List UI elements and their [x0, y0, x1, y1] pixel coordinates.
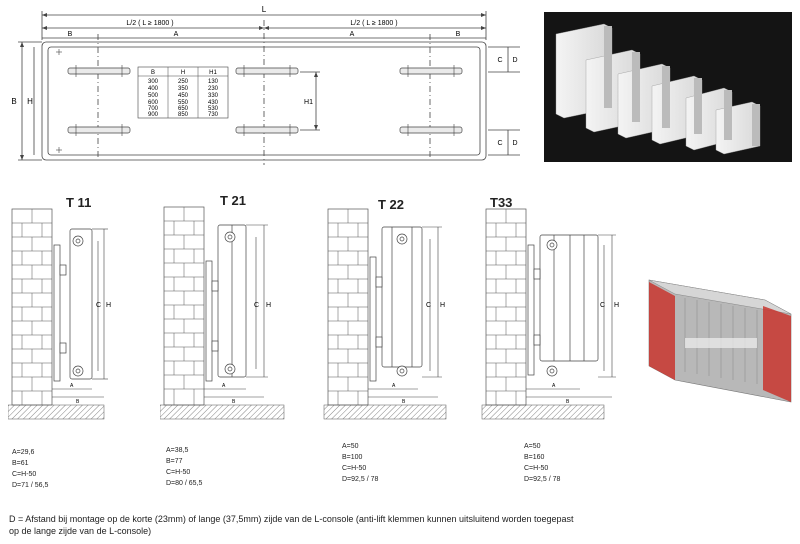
table-cell: 600 [148, 100, 159, 106]
t33-spec-C: C=H-50 [524, 465, 549, 472]
section-t33: C H A B T33 A=50 B=160 C=H-50 D=92,5 / 7… [480, 185, 630, 483]
table-cell: 300 [148, 79, 159, 85]
t22-label-C: C [426, 302, 431, 309]
table-cell: 250 [178, 79, 189, 85]
t21-spec-C: C=H-50 [166, 469, 191, 476]
table-cell: 500 [148, 93, 159, 99]
t11-spec-D: D=71 / 56,5 [12, 482, 49, 489]
table-cell: 550 [178, 100, 189, 106]
t33-label-B: B [566, 399, 570, 405]
t22-spec-D: D=92,5 / 78 [342, 476, 379, 483]
t33-title: T33 [490, 195, 513, 210]
table-cell: 330 [208, 93, 219, 99]
t21-spec-D: D=80 / 65,5 [166, 480, 203, 487]
table-cell: 730 [208, 112, 219, 118]
dimension-table: B H H1 300 250 130 400 350 230 500 450 3… [137, 66, 229, 119]
section-t21: C H A B T 21 A=38,5 B=77 C=H-50 D=80 / 6… [160, 185, 320, 487]
t11-label-H: H [106, 302, 111, 309]
front-view-diagram: L L/2 ( L ≥ 1800 ) L/2 ( L ≥ 1800 ) B A … [11, 5, 520, 165]
table-cell: 850 [178, 112, 189, 118]
table-cell: 350 [178, 86, 189, 92]
t22-label-H: H [440, 302, 445, 309]
t22-spec-B: B=100 [342, 454, 363, 461]
t22-label-B: B [402, 399, 406, 405]
dim-C-bottom-label: C [497, 140, 502, 147]
table-header-B: B [151, 70, 155, 76]
t33-spec-A: A=50 [524, 443, 541, 450]
t11-specs: A=29,6 B=61 C=H-50 D=71 / 56,5 [12, 447, 48, 491]
t11-title: T 11 [66, 195, 92, 210]
radiator-range-photo [544, 12, 792, 162]
t22-title: T 22 [378, 197, 405, 212]
t21-specs: A=38,5 B=77 C=H-50 D=80 / 65,5 [166, 445, 202, 489]
dim-half-right-label: L/2 ( L ≥ 1800 ) [350, 20, 397, 27]
footnote: D = Afstand bij montage op de korte (23m… [9, 513, 619, 537]
t22-specs: A=50 B=100 C=H-50 D=92,5 / 78 [342, 441, 378, 485]
footnote-line-2: op de lange zijde van de L-console) [9, 526, 152, 536]
table-header-H1: H1 [209, 70, 217, 76]
t21-label-A: A [222, 383, 226, 389]
table-cell: 450 [178, 93, 189, 99]
table-cell: 130 [208, 79, 219, 85]
dim-B-left-label: B [68, 31, 73, 38]
table-header-H: H [181, 70, 185, 76]
table-cell: 230 [208, 86, 219, 92]
t22-label-A: A [392, 383, 396, 389]
table-cell: 400 [148, 86, 159, 92]
t11-label-B: B [76, 399, 80, 405]
t11-label-C: C [96, 302, 101, 309]
t33-label-C: C [600, 302, 605, 309]
t33-specs: A=50 B=160 C=H-50 D=92,5 / 78 [524, 441, 560, 485]
table-cell: 430 [208, 100, 219, 106]
section-t11: C H A B T 11 A=29,6 B=61 C=H-50 D=71 / 5… [8, 185, 168, 489]
t21-title: T 21 [220, 193, 247, 208]
dim-A-right-label: A [350, 31, 355, 38]
dim-B-side-label: B [11, 97, 16, 106]
dim-A-left-label: A [174, 31, 179, 38]
t21-label-B: B [232, 399, 236, 405]
table-cell: 700 [148, 106, 159, 112]
section-t22: C H A B T 22 A=50 B=100 C=H-50 D=92,5 / … [322, 185, 484, 483]
dim-H1-label: H1 [304, 99, 313, 106]
dim-H-side-label: H [27, 97, 33, 106]
t21-label-H: H [266, 302, 271, 309]
dim-D-top-label: D [512, 57, 517, 64]
t33-label-H: H [614, 302, 619, 309]
table-cell: 900 [148, 112, 159, 118]
t22-spec-A: A=50 [342, 443, 359, 450]
t11-spec-B: B=61 [12, 460, 29, 467]
table-cell: 530 [208, 106, 219, 112]
dim-D-bottom-label: D [512, 140, 517, 147]
t33-spec-D: D=92,5 / 78 [524, 476, 561, 483]
dim-L-label: L [262, 5, 267, 14]
t21-spec-B: B=77 [166, 458, 183, 465]
dim-B-right-label: B [456, 31, 461, 38]
t33-label-A: A [552, 383, 556, 389]
table-cell: 650 [178, 106, 189, 112]
t22-spec-C: C=H-50 [342, 465, 367, 472]
t33-spec-B: B=160 [524, 454, 545, 461]
t11-label-A: A [70, 383, 74, 389]
t11-spec-A: A=29,6 [12, 449, 35, 456]
packaged-radiator-photo [645, 260, 795, 410]
t21-label-C: C [254, 302, 259, 309]
dim-C-top-label: C [497, 57, 502, 64]
dim-half-left-label: L/2 ( L ≥ 1800 ) [126, 20, 173, 27]
footnote-line-1: D = Afstand bij montage op de korte (23m… [9, 514, 574, 524]
t21-spec-A: A=38,5 [166, 447, 189, 454]
t11-spec-C: C=H-50 [12, 471, 37, 478]
